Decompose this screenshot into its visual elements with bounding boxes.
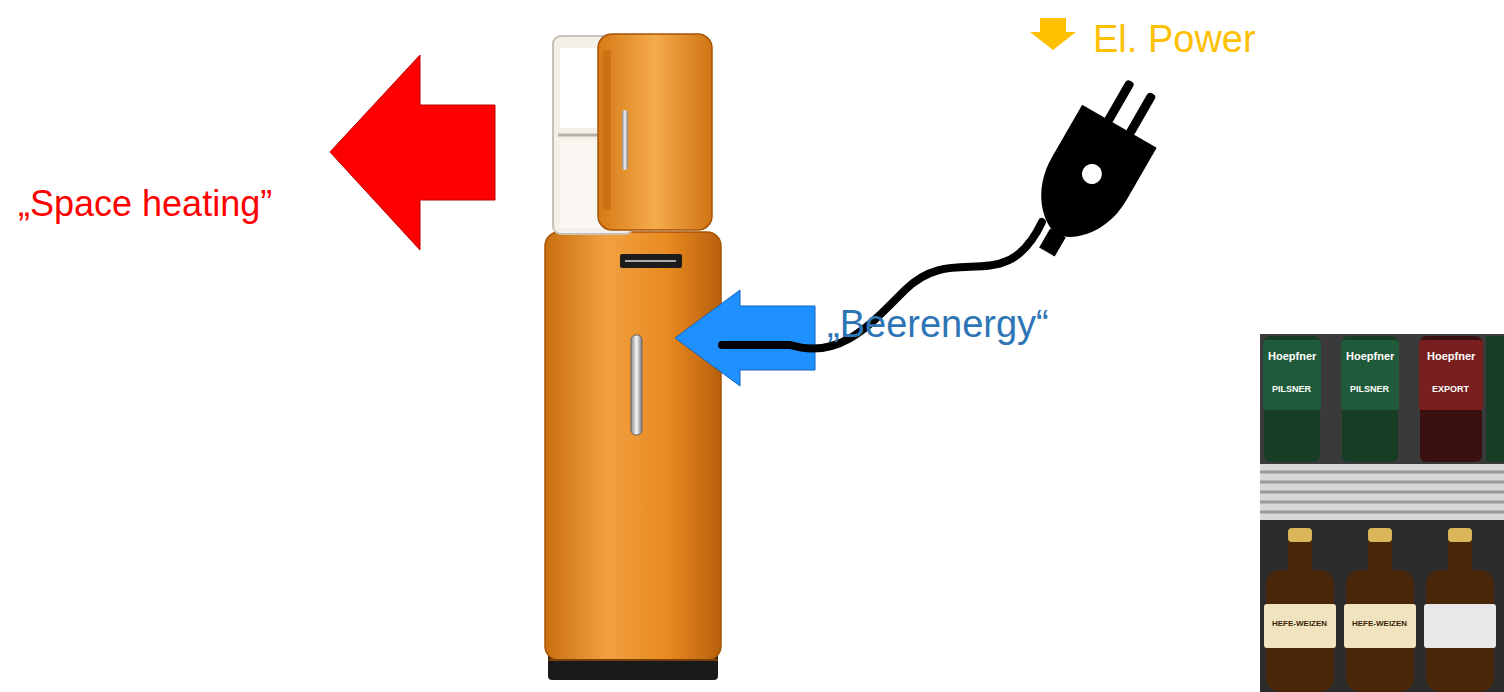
bottle-brand: Hoepfner (1427, 350, 1475, 363)
bottle-type: HEFE-WEIZEN (1352, 619, 1407, 628)
bottle-type: EXPORT (1432, 384, 1469, 394)
beer-energy-label: „Beerenergy“ (827, 303, 1049, 347)
heat-arrow (330, 55, 495, 250)
bottle-brand: Hoepfner (1268, 350, 1316, 363)
bottle-brand: Hoepfner (1346, 350, 1394, 363)
power-plug (722, 66, 1179, 349)
heat-label: „Space heating” (18, 183, 272, 224)
power-arrow (1030, 18, 1076, 50)
fridge (545, 34, 721, 680)
bottle-type: PILSNER (1272, 384, 1311, 394)
beer-photo (1260, 334, 1504, 692)
cold-arrow (675, 290, 815, 386)
bottle-type: HEFE-WEIZEN (1272, 619, 1327, 628)
bottle-type: PILSNER (1350, 384, 1389, 394)
power-label: El. Power (1093, 18, 1256, 62)
